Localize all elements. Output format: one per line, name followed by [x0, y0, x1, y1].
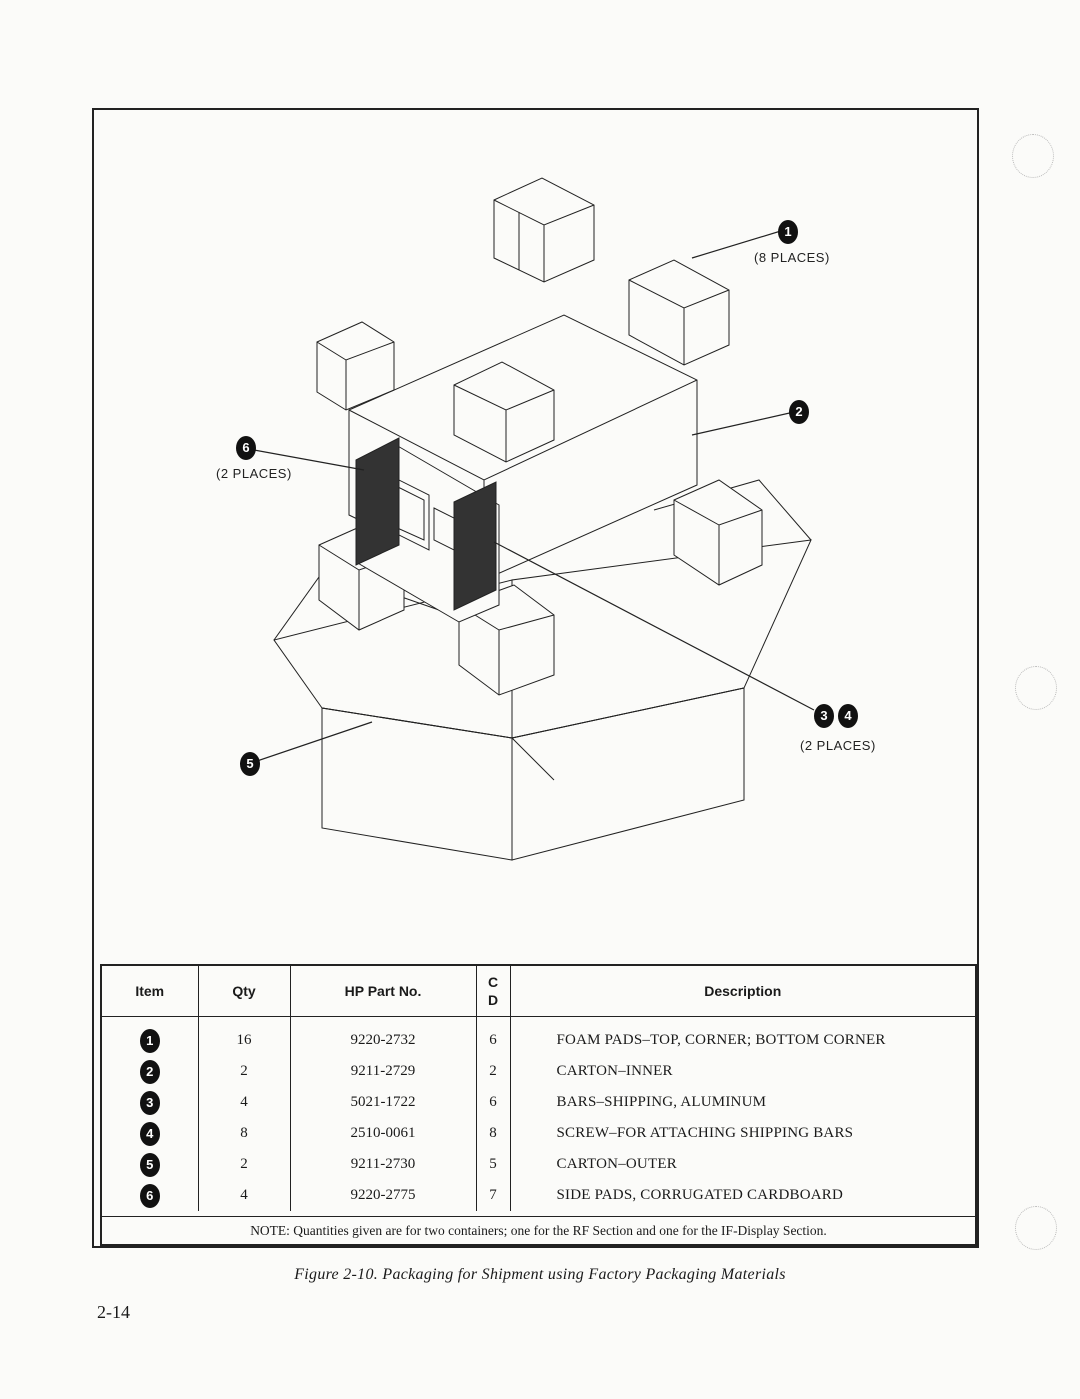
binder-hole [1015, 666, 1057, 710]
figure-frame: 1 (8 PLACES) 2 6 (2 PLACES) 3 4 (2 PLACE… [92, 108, 979, 1248]
description-cell: FOAM PADS–TOP, CORNER; BOTTOM CORNER [556, 1032, 886, 1048]
leader-lines [253, 229, 815, 763]
callout-1-label: (8 PLACES) [754, 250, 830, 265]
item-badge-icon: 2 [139, 1059, 160, 1084]
cd-cell: 6 [476, 1016, 511, 1056]
table-row: 6 4 9220-2775 7 SIDE PADS, CORRUGATED CA… [102, 1180, 975, 1211]
callout-3-4: 3 4 [814, 704, 858, 728]
item-badge-icon: 1 [778, 220, 798, 244]
item-badge-icon: 4 [139, 1121, 160, 1146]
part-cell: 2510-0061 [290, 1118, 477, 1149]
item-cell: 5 [102, 1149, 199, 1180]
parts-table-container: Item Qty HP Part No. C D Description 1 1… [100, 964, 977, 1246]
side-pads [355, 437, 497, 611]
description-cell: CARTON–INNER [556, 1063, 673, 1079]
top-foam-pads [316, 177, 730, 463]
item-cell: 1 [102, 1016, 199, 1056]
item-badge-icon: 6 [139, 1183, 160, 1208]
cd-cell: 7 [476, 1180, 511, 1211]
callout-1: 1 [778, 220, 798, 244]
cd-cell: 8 [476, 1118, 511, 1149]
cd-cell: 6 [476, 1087, 511, 1118]
item-cell: 6 [102, 1180, 199, 1211]
part-cell: 9211-2729 [290, 1056, 477, 1087]
qty-cell: 8 [198, 1118, 291, 1149]
item-badge-icon: 5 [240, 752, 260, 776]
col-header-description: Description [510, 966, 975, 1017]
col-header-qty: Qty [198, 966, 291, 1017]
table-row: 4 8 2510-0061 8 SCREW–FOR ATTACHING SHIP… [102, 1118, 975, 1149]
col-header-part: HP Part No. [290, 966, 477, 1017]
col-header-cd: C D [476, 966, 511, 1017]
item-badge-icon: 6 [236, 436, 256, 460]
qty-cell: 16 [198, 1016, 291, 1056]
part-cell: 5021-1722 [290, 1087, 477, 1118]
item-badge-icon: 1 [139, 1028, 160, 1053]
item-cell: 4 [102, 1118, 199, 1149]
binder-hole [1015, 1206, 1057, 1250]
item-badge-icon: 5 [139, 1152, 160, 1177]
cd-header-bottom: D [487, 992, 499, 1008]
col-header-item: Item [102, 966, 199, 1017]
item-badge-icon: 3 [139, 1090, 160, 1115]
qty-cell: 4 [198, 1087, 291, 1118]
cd-cell: 2 [476, 1056, 511, 1087]
description-cell: SCREW–FOR ATTACHING SHIPPING BARS [556, 1125, 854, 1141]
part-cell: 9220-2775 [290, 1180, 477, 1211]
parts-table: Item Qty HP Part No. C D Description 1 1… [102, 966, 975, 1211]
binder-hole [1012, 134, 1054, 178]
cd-cell: 5 [476, 1149, 511, 1180]
packaging-illustration [253, 177, 815, 861]
item-cell: 3 [102, 1087, 199, 1118]
table-note: NOTE: Quantities given are for two conta… [100, 1216, 977, 1246]
callout-6-label: (2 PLACES) [216, 466, 292, 481]
outer-carton [273, 479, 812, 861]
description-cell: CARTON–OUTER [556, 1156, 677, 1172]
callout-3-4-label: (2 PLACES) [800, 738, 876, 753]
item-badge-icon: 4 [838, 704, 858, 728]
qty-cell: 2 [198, 1056, 291, 1087]
table-row: 1 16 9220-2732 6 FOAM PADS–TOP, CORNER; … [102, 1016, 975, 1056]
figure-caption: Figure 2-10. Packaging for Shipment usin… [294, 1266, 786, 1283]
callout-6: 6 [236, 436, 256, 460]
callout-2: 2 [789, 400, 809, 424]
part-cell: 9220-2732 [290, 1016, 477, 1056]
table-row: 2 2 9211-2729 2 CARTON–INNER [102, 1056, 975, 1087]
item-cell: 2 [102, 1056, 199, 1087]
callout-5: 5 [240, 752, 260, 776]
item-badge-icon: 3 [814, 704, 834, 728]
qty-cell: 4 [198, 1180, 291, 1211]
table-row: 5 2 9211-2730 5 CARTON–OUTER [102, 1149, 975, 1180]
cd-header-top: C [487, 974, 499, 990]
page-number: 2-14 [97, 1302, 130, 1322]
part-cell: 9211-2730 [290, 1149, 477, 1180]
description-cell: SIDE PADS, CORRUGATED CARDBOARD [556, 1187, 844, 1203]
table-header-row: Item Qty HP Part No. C D Description [102, 966, 975, 1017]
description-cell: BARS–SHIPPING, ALUMINUM [556, 1094, 767, 1110]
qty-cell: 2 [198, 1149, 291, 1180]
table-row: 3 4 5021-1722 6 BARS–SHIPPING, ALUMINUM [102, 1087, 975, 1118]
item-badge-icon: 2 [789, 400, 809, 424]
